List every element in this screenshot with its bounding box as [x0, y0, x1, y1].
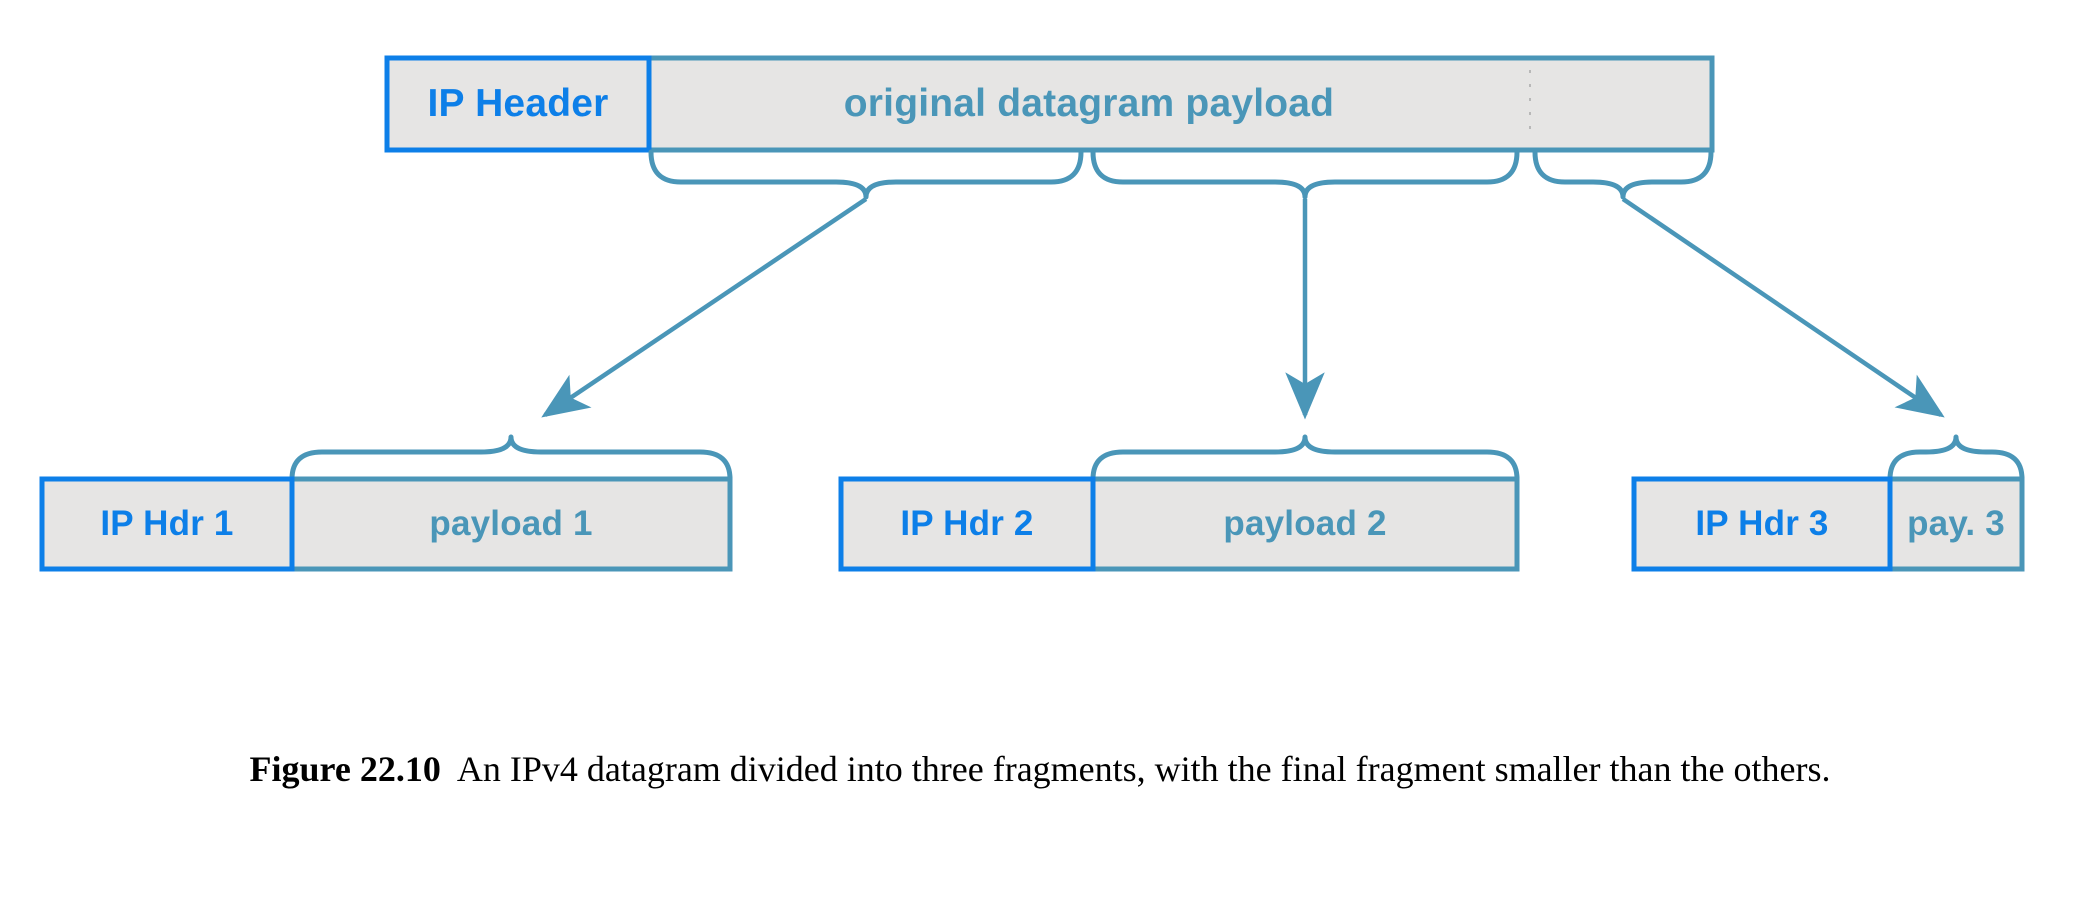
fragment-2-group	[838, 476, 1520, 572]
arrow-fragment-1	[541, 197, 868, 418]
fragment-1-payload-box	[289, 476, 733, 572]
top-brace-3	[1532, 149, 1714, 200]
fragment-2-header-box	[838, 476, 1096, 572]
figure-caption: Figure 22.10 An IPv4 datagram divided int…	[240, 745, 1840, 794]
top-brace-1	[648, 149, 1084, 200]
fragment-3-header-box	[1631, 476, 1893, 572]
top-brace-2	[1090, 149, 1520, 200]
top-brace-group	[648, 149, 1714, 200]
original-payload-box	[646, 55, 1715, 153]
fragment-1-group	[39, 476, 733, 572]
fragment-brace-2	[1090, 434, 1520, 482]
figure-caption-label: Figure 22.10	[249, 749, 441, 789]
fragment-3-payload-box	[1887, 476, 2025, 572]
original-datagram-group	[384, 55, 1715, 153]
fragment-3-group	[1631, 476, 2025, 572]
fragment-brace-1	[289, 434, 733, 482]
arrow-fragment-3	[1621, 197, 1945, 418]
fragment-1-header-box	[39, 476, 295, 572]
fragmentation-diagram	[39, 55, 2025, 572]
fragment-2-payload-box	[1090, 476, 1520, 572]
connector-arrows-group	[541, 197, 1945, 420]
figure-caption-text: An IPv4 datagram divided into three frag…	[456, 749, 1831, 789]
original-ip-header-box	[384, 55, 652, 153]
fragment-brace-3	[1887, 434, 2025, 482]
fragment-brace-group	[289, 434, 2025, 482]
